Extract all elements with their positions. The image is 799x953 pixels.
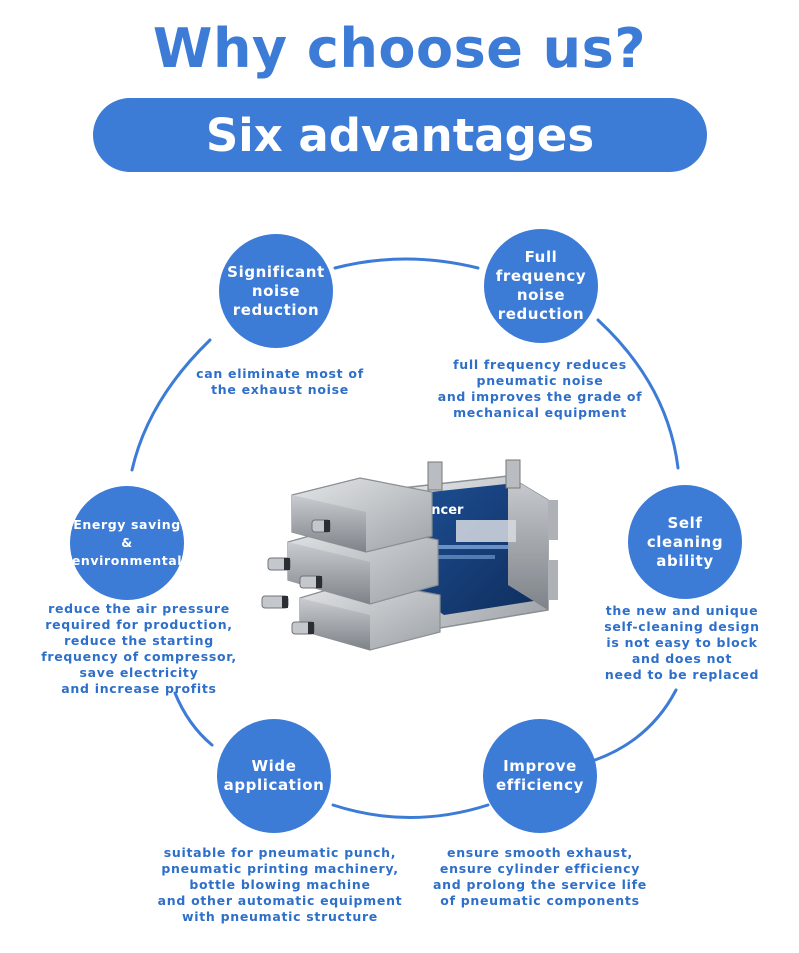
subtitle-banner: Six advantages (93, 98, 707, 172)
advantage-circle-improve-efficiency: Improve efficiency (483, 719, 597, 833)
advantage-description-wide-application: suitable for pneumatic punch, pneumatic … (157, 845, 403, 924)
advantage-description-self-cleaning: the new and unique self-cleaning design … (604, 603, 760, 682)
advantage-circle-self-cleaning: Self cleaning ability (628, 485, 742, 599)
advantage-description-energy-saving: reduce the air pressure required for pro… (41, 601, 237, 696)
advantage-circle-wide-application: Wide application (217, 719, 331, 833)
ring-arc-upper-right (596, 318, 680, 470)
advantage-description-noise-reduction: can eliminate most of the exhaust noise (196, 366, 364, 397)
advantage-circle-noise-reduction: Significant noise reduction (219, 234, 333, 348)
page-title: Why choose us? (152, 17, 647, 80)
ring-arc-lower-right (593, 688, 678, 762)
subtitle-text: Six advantages (205, 108, 595, 162)
advantage-circle-energy-saving: Energy saving & environmental (70, 486, 184, 600)
ring-arc-lower-left (173, 691, 214, 747)
ring-arc-bottom (331, 803, 490, 819)
advantage-description-full-frequency: full frequency reduces pneumatic noise a… (437, 357, 643, 420)
ring-arc-top (333, 257, 480, 270)
advantage-circle-full-frequency: Full frequency noise reduction (484, 229, 598, 343)
ring-arc-upper-left (130, 338, 212, 472)
advantage-description-improve-efficiency: ensure smooth exhaust, ensure cylinder e… (433, 845, 647, 908)
